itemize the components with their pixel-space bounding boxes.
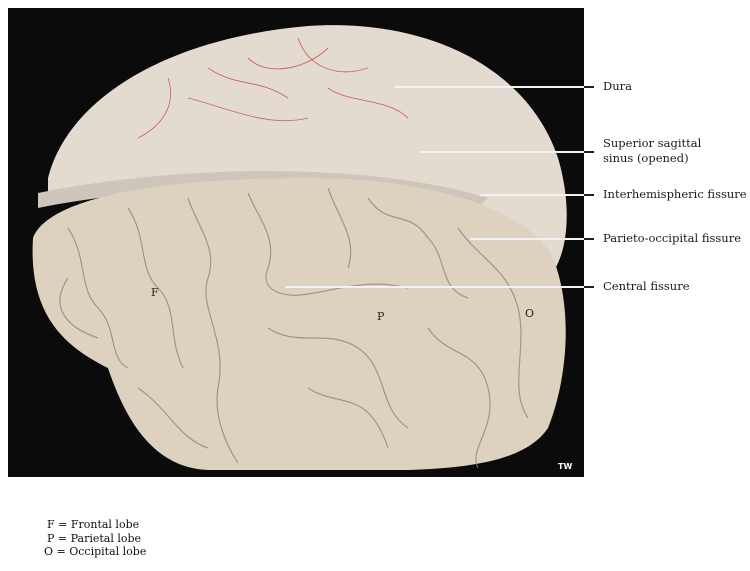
label-superior-sagittal-sinus: Superior sagittal sinus (opened) (603, 136, 701, 166)
brain-dura-photo (8, 8, 584, 477)
ihf-leader-photo (480, 194, 584, 196)
marker-parietal: P (377, 310, 385, 323)
legend-parietal: P = Parietal lobe (47, 531, 142, 545)
marker-frontal: F (151, 286, 159, 299)
cf-leader-photo (285, 286, 584, 288)
dura-leader-photo (395, 86, 584, 88)
sss-leader-photo (420, 151, 584, 153)
watermark: TW (558, 462, 573, 471)
label-dura: Dura (603, 79, 632, 93)
cf-leader (584, 286, 594, 288)
lobe-legend: F = Frontal lobe P = Parietal lobe O = O… (44, 518, 146, 559)
label-central-fissure: Central fissure (603, 279, 690, 293)
dura-layer (48, 25, 567, 278)
label-line-2: sinus (opened) (603, 151, 689, 165)
dura-leader (584, 86, 594, 88)
gyri-sulci (59, 187, 529, 469)
pof-leader (584, 238, 594, 240)
ihf-leader (584, 194, 594, 196)
pof-leader-photo (470, 238, 584, 240)
legend-occipital: O = Occipital lobe (44, 545, 147, 558)
sss-leader (584, 151, 594, 153)
marker-occipital: O (525, 307, 535, 320)
label-line-1: Superior sagittal (603, 136, 702, 150)
superior-sagittal-sinus (38, 171, 488, 208)
brain-surface (32, 178, 566, 470)
legend-frontal: F = Frontal lobe (47, 518, 140, 531)
label-parieto-occipital-fissure: Parieto-occipital fissure (603, 231, 742, 245)
dural-vessels (137, 37, 409, 139)
label-interhemispheric-fissure: Interhemispheric fissure (603, 187, 747, 201)
